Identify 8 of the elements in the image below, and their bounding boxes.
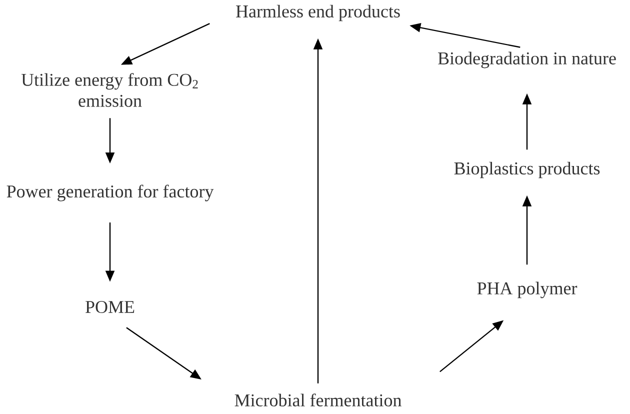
step-label: Microbial fermentation xyxy=(234,394,402,406)
step-label: Power generation for factory xyxy=(6,184,214,202)
step-label: Utilize energy from CO$_{2}$ emission xyxy=(21,73,198,107)
step-label: PHA polymer xyxy=(477,282,578,298)
step-label: Harmless end products xyxy=(236,4,400,22)
step-label: Bioplastics products xyxy=(454,162,600,178)
step-label: Biodegradation in nature xyxy=(438,52,616,68)
step-label: POME xyxy=(86,300,134,314)
